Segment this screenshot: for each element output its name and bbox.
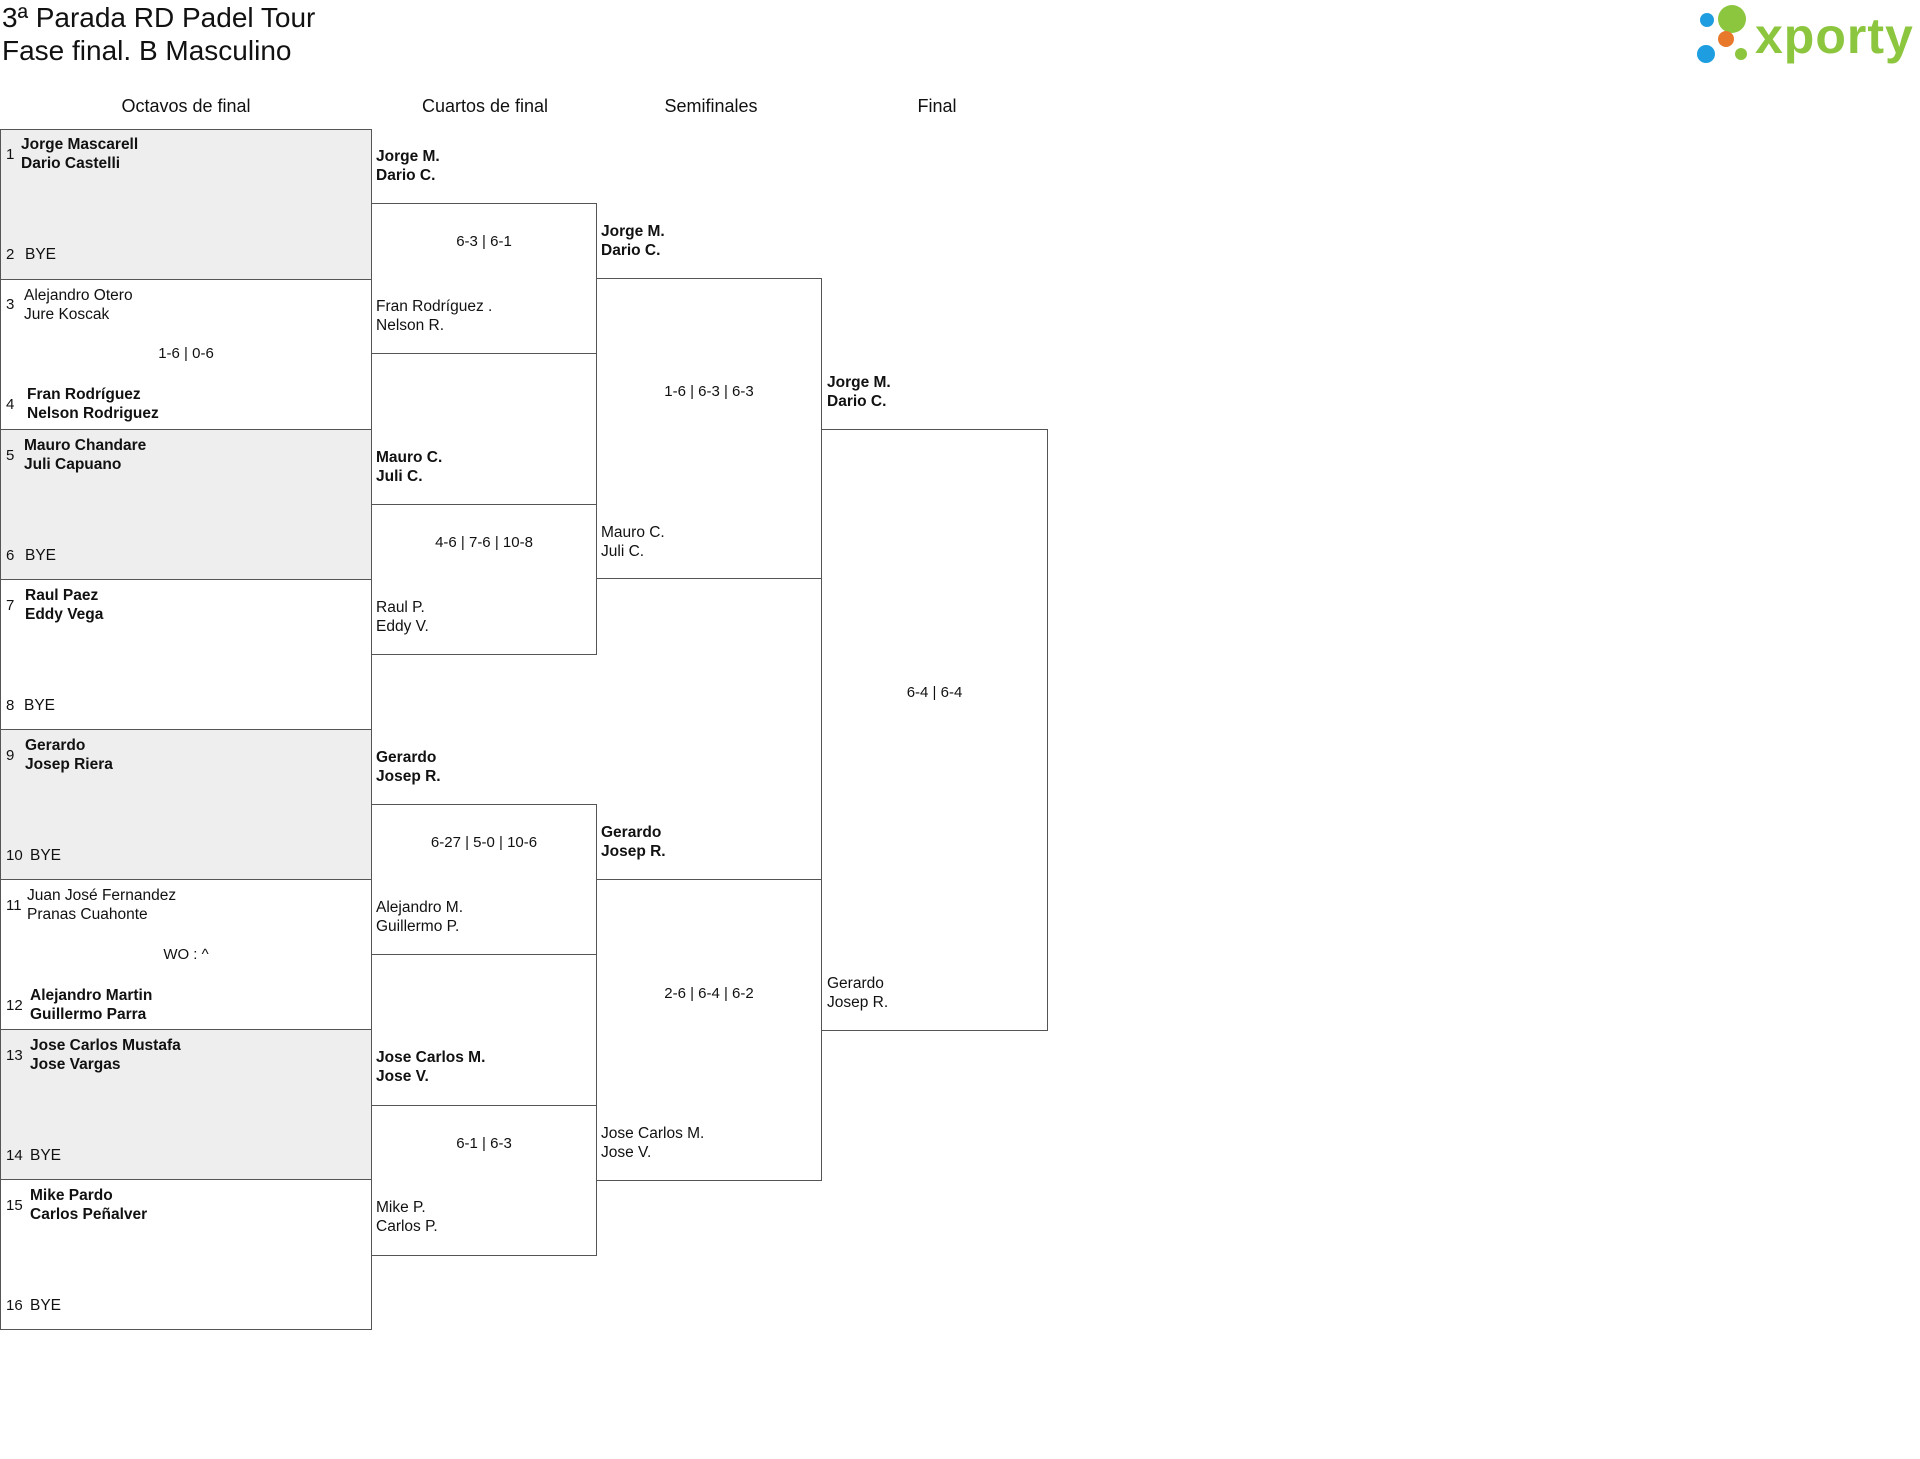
seed-number: 5 [6,447,15,464]
match-score: WO : ^ [163,946,209,963]
seed-number: 14 [6,1147,23,1164]
player-name: Mike Pardo [30,1187,113,1204]
player-name: Juan José Fernandez [27,887,177,904]
player-name: Jose Carlos M. [376,1049,486,1066]
player-name: Gerardo [25,737,86,754]
player-name: Jose V. [376,1068,429,1085]
player-name: BYE [30,1147,62,1164]
player-name: Guillermo Parra [30,1006,147,1023]
page-subtitle: Fase final. B Masculino [2,35,292,66]
logo-text: xporty [1755,8,1914,64]
match-score: 1-6 | 0-6 [158,345,214,362]
xporty-logo: xporty [1695,0,1920,70]
octavos-match-7[interactable] [0,1029,372,1180]
player-name: Dario C. [601,242,661,259]
player-name: Pranas Cuahonte [27,906,148,923]
player-name: Alejandro Otero [24,287,133,304]
match-score: 6-1 | 6-3 [456,1135,512,1152]
match-score: 4-6 | 7-6 | 10-8 [435,534,533,551]
seed-number: 13 [6,1047,23,1064]
player-name: Jose Vargas [30,1056,121,1073]
player-name: Dario C. [376,167,436,184]
player-name: Jure Koscak [24,306,110,323]
seed-number: 4 [6,396,15,413]
player-name: Josep Riera [25,756,113,773]
seed-number: 3 [6,296,15,313]
seed-number: 11 [6,897,22,914]
player-name: Carlos P. [376,1218,438,1235]
player-name: Juli Capuano [24,456,122,473]
player-name: Carlos Peñalver [30,1206,148,1223]
match-score: 6-27 | 5-0 | 10-6 [430,834,538,851]
octavos-match-3[interactable] [0,429,372,580]
player-name: Eddy Vega [25,606,104,623]
octavos-match-1[interactable] [0,129,372,280]
seed-number: 12 [6,997,23,1014]
match-score: 2-6 | 6-4 | 6-2 [664,985,754,1002]
player-name: BYE [25,547,57,564]
player-name: Nelson Rodriguez [27,405,159,422]
octavos-match-5[interactable] [0,729,372,880]
player-name: Jose Carlos M. [601,1125,705,1142]
seed-number: 10 [6,847,23,864]
player-name: Dario Castelli [21,155,121,172]
seed-number: 16 [6,1297,23,1314]
player-name: Josep R. [827,994,889,1011]
player-name: BYE [24,697,56,714]
player-name: Jorge M. [376,148,440,165]
seed-number: 8 [6,697,15,714]
player-name: Alejandro M. [376,899,464,916]
semifinal-match-1[interactable] [596,278,822,579]
player-name: Jose Carlos Mustafa [30,1037,181,1054]
player-name: BYE [30,1297,62,1314]
player-name: Mauro Chandare [24,437,147,454]
player-name: Gerardo [827,975,884,992]
player-name: Nelson R. [376,317,445,334]
round-header-semifinales: Semifinales [664,96,758,116]
player-name: Jose V. [601,1144,652,1161]
player-name: Mauro C. [601,524,665,541]
round-header-cuartos: Cuartos de final [421,96,549,116]
final-match[interactable] [821,429,1048,1031]
seed-number: 1 [6,146,15,163]
player-name: Josep R. [376,768,441,785]
player-name: Fran Rodríguez [27,386,141,403]
match-score: 6-4 | 6-4 [906,684,963,701]
seed-number: 6 [6,547,15,564]
player-name: Raul Paez [25,587,99,604]
page-title: 3ª Parada RD Padel Tour [2,2,316,33]
round-header-final: Final [917,96,957,116]
player-name: Alejandro Martin [30,987,153,1004]
player-name: Josep R. [601,843,666,860]
match-score: 1-6 | 6-3 | 6-3 [664,383,754,400]
player-name: Dario C. [827,393,887,410]
player-name: Eddy V. [376,618,429,635]
player-name: Gerardo [376,749,437,766]
player-name: Juli C. [376,468,423,485]
seed-number: 15 [6,1197,23,1214]
player-name: Jorge M. [827,374,891,391]
round-header-octavos: Octavos de final [121,96,251,116]
seed-number: 2 [6,246,15,263]
player-name: Raul P. [376,599,425,616]
player-name: Fran Rodríguez . [376,298,493,315]
logo-dots-icon [1697,5,1747,63]
player-name: Juli C. [601,543,645,560]
player-name: Gerardo [601,824,662,841]
player-name: Mauro C. [376,449,443,466]
match-score: 6-3 | 6-1 [456,233,512,250]
seed-number: 9 [6,747,15,764]
player-name: Guillermo P. [376,918,460,935]
player-name: BYE [25,246,57,263]
player-name: Jorge M. [601,223,665,240]
player-name: BYE [30,847,62,864]
cuartos-match-2[interactable] [371,504,597,655]
seed-number: 7 [6,597,15,614]
player-name: Mike P. [376,1199,426,1216]
player-name: Jorge Mascarell [21,136,139,153]
